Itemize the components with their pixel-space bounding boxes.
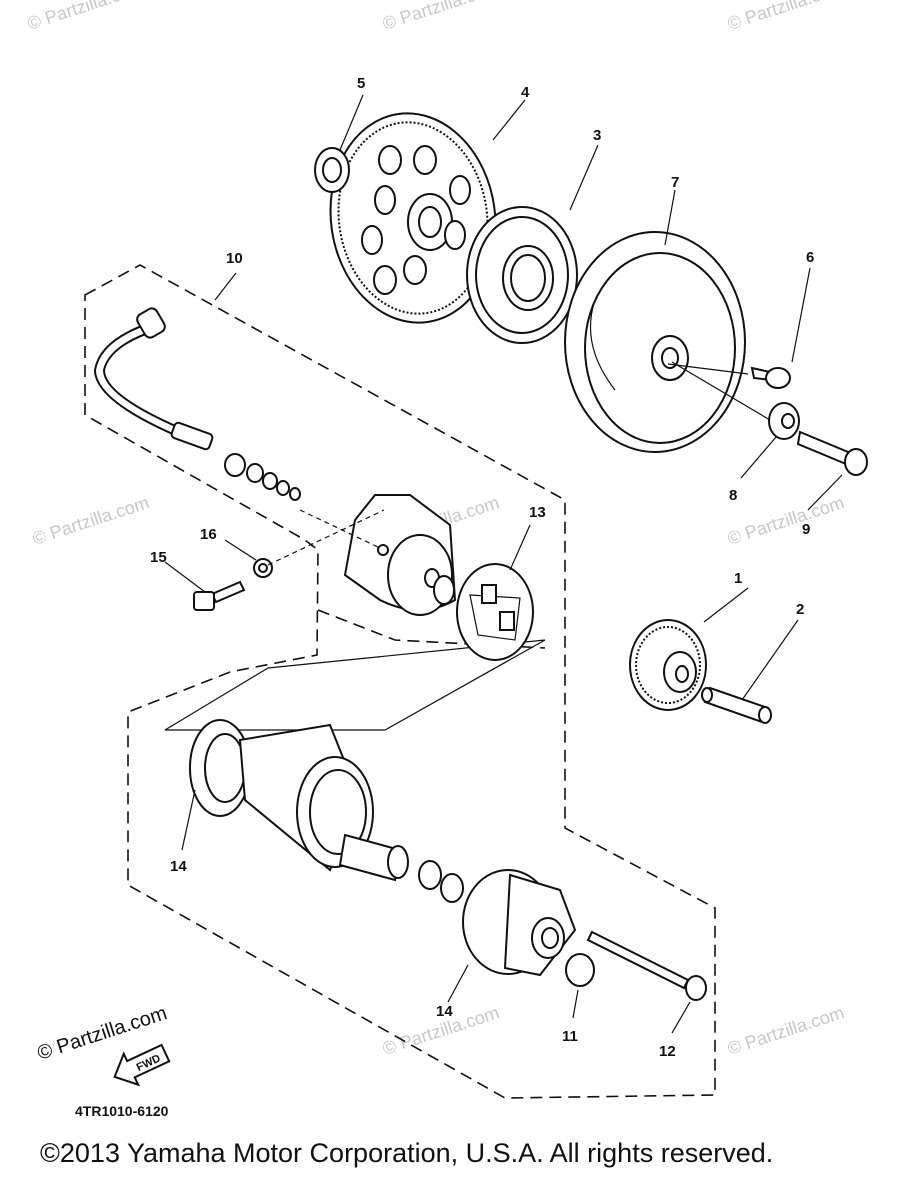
watermark: © Partzilla.com bbox=[725, 0, 847, 34]
callout-15: 15 bbox=[150, 549, 167, 566]
part-11-o-ring bbox=[565, 953, 595, 987]
part-16-washer bbox=[253, 558, 273, 578]
part-13-brush-holder bbox=[456, 563, 534, 661]
part-5-washer bbox=[314, 147, 350, 193]
callout-10: 10 bbox=[226, 250, 243, 267]
part-6-bolt bbox=[750, 366, 791, 389]
watermark: © Partzilla.com bbox=[30, 492, 152, 549]
callout-11: 11 bbox=[562, 1028, 578, 1045]
copyright-notice: ©2013 Yamaha Motor Corporation, U.S.A. A… bbox=[40, 1138, 773, 1168]
watermark: © Partzilla.com bbox=[725, 492, 847, 549]
callout-2: 2 bbox=[796, 601, 804, 618]
part-1-idler-gear bbox=[629, 619, 707, 711]
part-3-clutch bbox=[466, 206, 578, 344]
callout-8: 8 bbox=[729, 487, 737, 504]
callout-5: 5 bbox=[357, 75, 365, 92]
callout-12: 12 bbox=[659, 1043, 676, 1060]
starter-rear-cover bbox=[343, 494, 457, 616]
callout-3: 3 bbox=[593, 127, 601, 144]
callout-13: 13 bbox=[529, 504, 546, 521]
callout-1: 1 bbox=[734, 570, 742, 587]
part-7-rotor bbox=[564, 231, 746, 453]
part-9-flange-bolt bbox=[796, 430, 868, 476]
assembly-outline bbox=[84, 264, 716, 1099]
callout-7: 7 bbox=[671, 174, 679, 191]
callout-9: 9 bbox=[802, 521, 810, 538]
callout-14-cover: 14 bbox=[436, 1003, 453, 1020]
callout-4: 4 bbox=[521, 84, 530, 101]
callout-6: 6 bbox=[806, 249, 814, 266]
callout-14-yoke: 14 bbox=[170, 858, 187, 875]
callouts: 1 2 3 4 5 6 7 8 9 10 11 12 13 14 14 15 1… bbox=[150, 75, 814, 1060]
part-2-shaft bbox=[701, 686, 772, 724]
callout-16: 16 bbox=[200, 526, 217, 543]
fwd-arrow-icon: FWD bbox=[113, 1043, 171, 1087]
watermark: © Partzilla.com bbox=[725, 1002, 847, 1059]
part-8-washer bbox=[768, 402, 800, 440]
part-15-bolt bbox=[193, 580, 246, 611]
leader-lines bbox=[164, 94, 843, 1034]
part-4-starter-gear bbox=[329, 112, 497, 324]
part-12-long-bolt bbox=[586, 930, 707, 1001]
o-rings bbox=[418, 860, 464, 903]
watermark: © Partzilla.com bbox=[25, 0, 147, 34]
part-10-lead-wire bbox=[93, 307, 301, 501]
diagram-code: 4TR1010-6120 bbox=[75, 1103, 169, 1119]
part-14-front-cover bbox=[462, 869, 577, 977]
watermark: © Partzilla.com bbox=[380, 0, 502, 34]
part-14-starter-yoke bbox=[189, 719, 409, 882]
